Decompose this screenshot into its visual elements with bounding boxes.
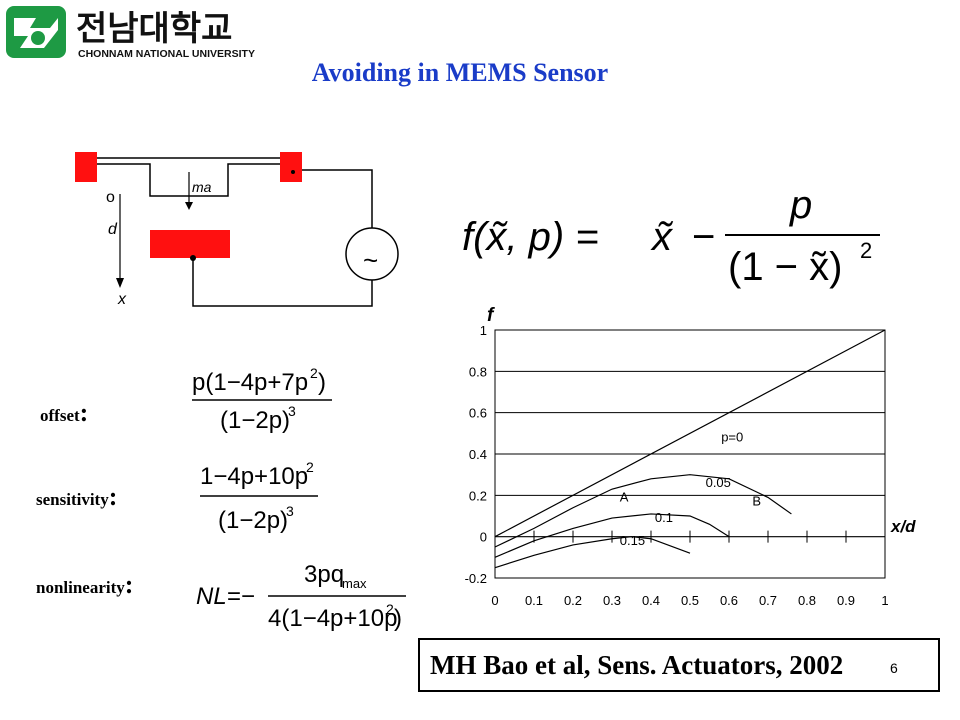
chart-x-axis-label: x/d <box>890 517 916 536</box>
chart-annotation: p=0 <box>721 430 743 445</box>
chart-grid <box>494 329 886 579</box>
nonlinearity-label: nonlinearity: <box>36 570 134 599</box>
chart-x-tick-label: 1 <box>881 593 888 608</box>
slide-number: 6 <box>890 660 898 676</box>
gap-label: d <box>108 221 118 238</box>
nonlinearity-lhs: NL=− <box>196 583 255 610</box>
svg-text:2: 2 <box>386 601 394 617</box>
ac-source-symbol: ~ <box>363 245 378 275</box>
chart-series-line <box>494 513 730 558</box>
x-axis-label: x <box>117 291 127 308</box>
chart-x-tick-label: 0.4 <box>642 593 660 608</box>
chart-y-tick-label: -0.2 <box>465 571 487 586</box>
chart-y-tick-label: 0 <box>480 530 487 545</box>
equation-numerator: p <box>789 183 812 227</box>
sensitivity-denominator: (1−2p) <box>218 507 288 534</box>
chart-annotation: 0.15 <box>620 533 645 548</box>
chart-annotation: 0.1 <box>655 510 673 525</box>
wire-top <box>302 169 373 228</box>
chart-x-tick-label: 0.2 <box>564 593 582 608</box>
chart-y-tick-label: 0.2 <box>469 488 487 503</box>
slide-title: Avoiding in MEMS Sensor <box>311 58 609 87</box>
equation-minus: − <box>692 215 715 259</box>
chart-series-line <box>494 474 792 548</box>
svg-text:3: 3 <box>288 403 296 419</box>
chart-y-tick-label: 0.8 <box>469 364 487 379</box>
origin-label: o <box>106 189 115 206</box>
chart-y-tick-label: 1 <box>480 323 487 338</box>
svg-text:): ) <box>394 605 402 632</box>
nonlinearity-numerator: 3pq <box>304 561 344 588</box>
offset-formula: p(1−4p+7p 2 ) (1−2p) 3 <box>192 365 332 434</box>
left-anchor-electrode <box>75 152 97 182</box>
svg-text:max: max <box>342 576 367 591</box>
svg-text:2: 2 <box>306 459 314 475</box>
chart-x-tick-label: 0.5 <box>681 593 699 608</box>
chart-axes: -0.2 0 0.2 0.4 0.6 0.8 1 0 0.1 0.2 0.3 0.4 0.5 0.6 0.7… <box>465 323 889 608</box>
svg-text:2: 2 <box>310 365 318 381</box>
chart-y-tick-label: 0.4 <box>469 447 487 462</box>
equation-term1: x̃ <box>650 215 674 259</box>
university-logo: 전남대학교 CHONNAM NATIONAL UNIVERSITY <box>6 6 255 60</box>
citation-text: MH Bao et al, Sens. Actuators, 2002 <box>430 650 844 680</box>
chart-x-tick-label: 0.3 <box>603 593 621 608</box>
chart-annotation: A <box>620 490 629 505</box>
force-equation: f(x̃, p) = x̃ − p (1 − x̃) 2 <box>462 183 880 289</box>
chart-y-tick-label: 0.6 <box>469 406 487 421</box>
x-axis-arrow-head <box>116 278 124 288</box>
chart-x-tick-label: 0 <box>491 593 498 608</box>
university-emblem-icon <box>6 6 66 58</box>
chart-annotation: B <box>752 494 761 509</box>
chart-series-line <box>494 329 886 538</box>
chart-x-tick-label: 0.9 <box>837 593 855 608</box>
nonlinearity-denominator: 4(1−4p+10p <box>268 605 397 632</box>
mass-label: ma <box>192 179 212 195</box>
fixed-electrode <box>150 230 230 258</box>
chart-x-tick-label: 0.1 <box>525 593 543 608</box>
equation-exponent: 2 <box>860 238 872 263</box>
sensitivity-numerator: 1−4p+10p <box>200 463 308 490</box>
force-arrow-head <box>185 202 193 210</box>
university-name-korean: 전남대학교 <box>76 10 232 48</box>
chart-x-tick-label: 0.7 <box>759 593 777 608</box>
chart-x-tick-label: 0.6 <box>720 593 738 608</box>
right-anchor-electrode <box>280 152 302 182</box>
chart-series-line <box>494 536 691 569</box>
sensor-schematic: ma ~ o d x <box>75 152 399 308</box>
chart-annotations: p=0 0.05 0.1 0.15 A B <box>620 430 761 548</box>
citation-box: MH Bao et al, Sens. Actuators, 2002 <box>418 638 940 692</box>
ac-source <box>345 227 399 281</box>
nonlinearity-formula: NL=− 3pq max 4(1−4p+10p 2 ) <box>196 561 406 632</box>
equation-lhs: f(x̃, p) = <box>462 215 599 259</box>
svg-text:): ) <box>318 369 326 396</box>
wire-bottom <box>192 258 373 307</box>
svg-text:3: 3 <box>286 503 294 519</box>
chart-y-axis-label: f <box>487 305 495 326</box>
equation-denominator: (1 − x̃) <box>728 245 842 289</box>
chart-annotation: 0.05 <box>706 475 731 490</box>
offset-numerator: p(1−4p+7p <box>192 369 308 396</box>
force-chart: -0.2 0 0.2 0.4 0.6 0.8 1 0 0.1 0.2 0.3 0.4 0.5 0.6 0.7… <box>465 305 917 608</box>
offset-denominator: (1−2p) <box>220 407 290 434</box>
offset-label: offset: <box>40 398 89 427</box>
sensitivity-formula: 1−4p+10p 2 (1−2p) 3 <box>200 459 318 534</box>
chart-x-tick-label: 0.8 <box>798 593 816 608</box>
university-name-english: CHONNAM NATIONAL UNIVERSITY <box>78 48 255 60</box>
sensitivity-label: sensitivity: <box>36 482 118 511</box>
chart-series <box>494 329 886 569</box>
